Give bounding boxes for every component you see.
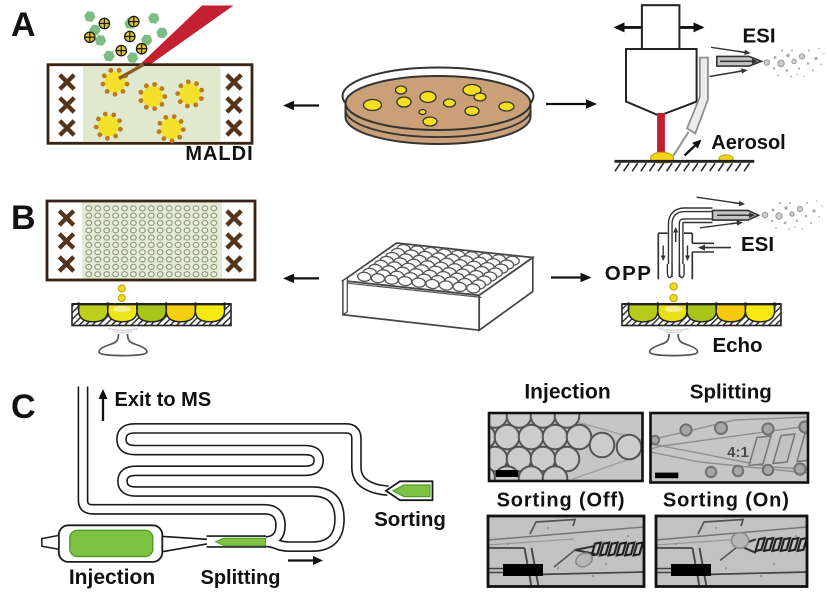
svg-text:Aerosol: Aerosol [711,132,785,154]
svg-text:A: A [11,6,36,44]
svg-text:Sorting (On): Sorting (On) [663,489,790,511]
svg-text:Splitting: Splitting [201,567,281,589]
svg-text:ESI: ESI [742,25,775,48]
svg-text:Sorting (Off): Sorting (Off) [497,489,626,511]
svg-text:Splitting: Splitting [690,380,772,403]
svg-text:Injection: Injection [69,566,155,589]
svg-text:C: C [11,388,36,426]
svg-text:Sorting: Sorting [374,508,446,531]
svg-text:MALDI: MALDI [185,143,253,165]
svg-text:OPP: OPP [605,262,653,285]
svg-text:ESI: ESI [741,233,774,256]
svg-text:Injection: Injection [524,380,610,403]
svg-text:Echo: Echo [712,334,762,357]
svg-text:Exit to MS: Exit to MS [115,389,212,411]
svg-text:B: B [11,199,36,237]
svg-text:4:1: 4:1 [727,444,749,461]
